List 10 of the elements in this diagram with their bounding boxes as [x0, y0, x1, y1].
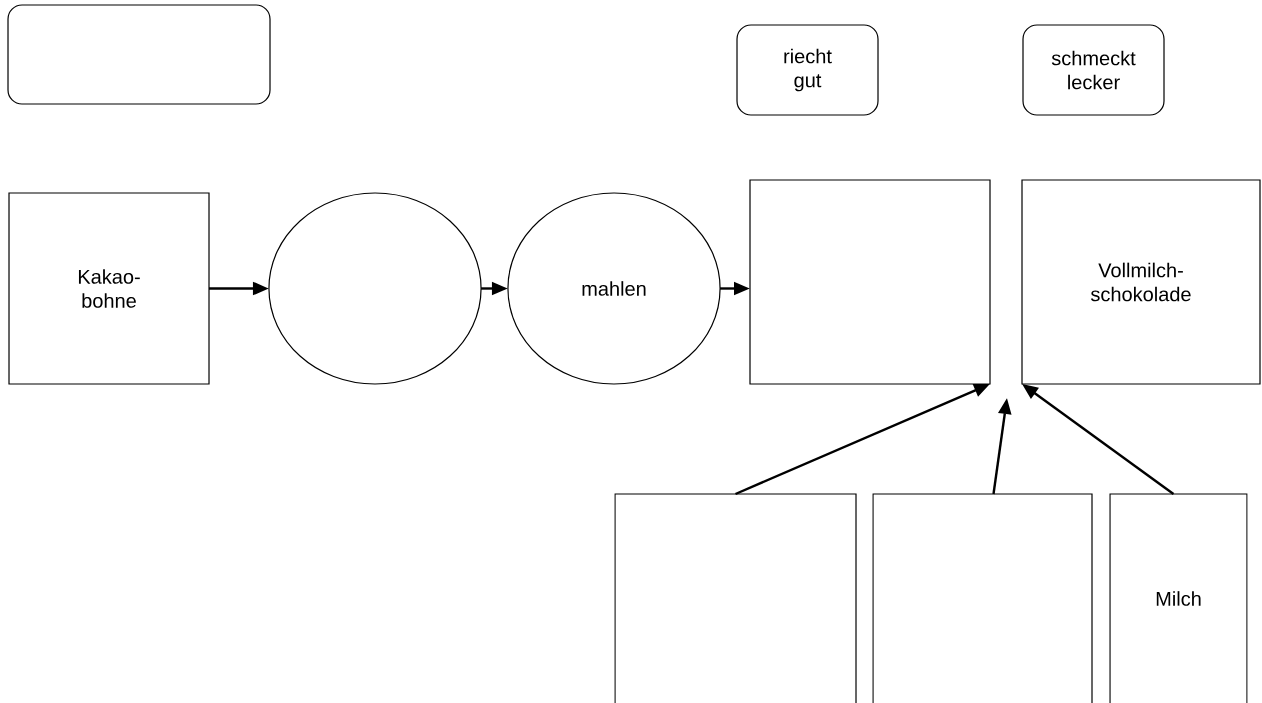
rounded-box: riecht gut	[736, 24, 879, 116]
rounded-box: schmeckt lecker	[1022, 24, 1165, 116]
process-box	[749, 179, 991, 385]
process-box: Milch	[1109, 493, 1248, 703]
process-box	[614, 493, 857, 703]
process-box: Vollmilch- schokolade	[1021, 179, 1261, 385]
process-box	[872, 493, 1093, 703]
process-box: Kakao- bohne	[8, 192, 210, 385]
rounded-box	[7, 4, 271, 105]
process-ellipse	[268, 192, 482, 385]
